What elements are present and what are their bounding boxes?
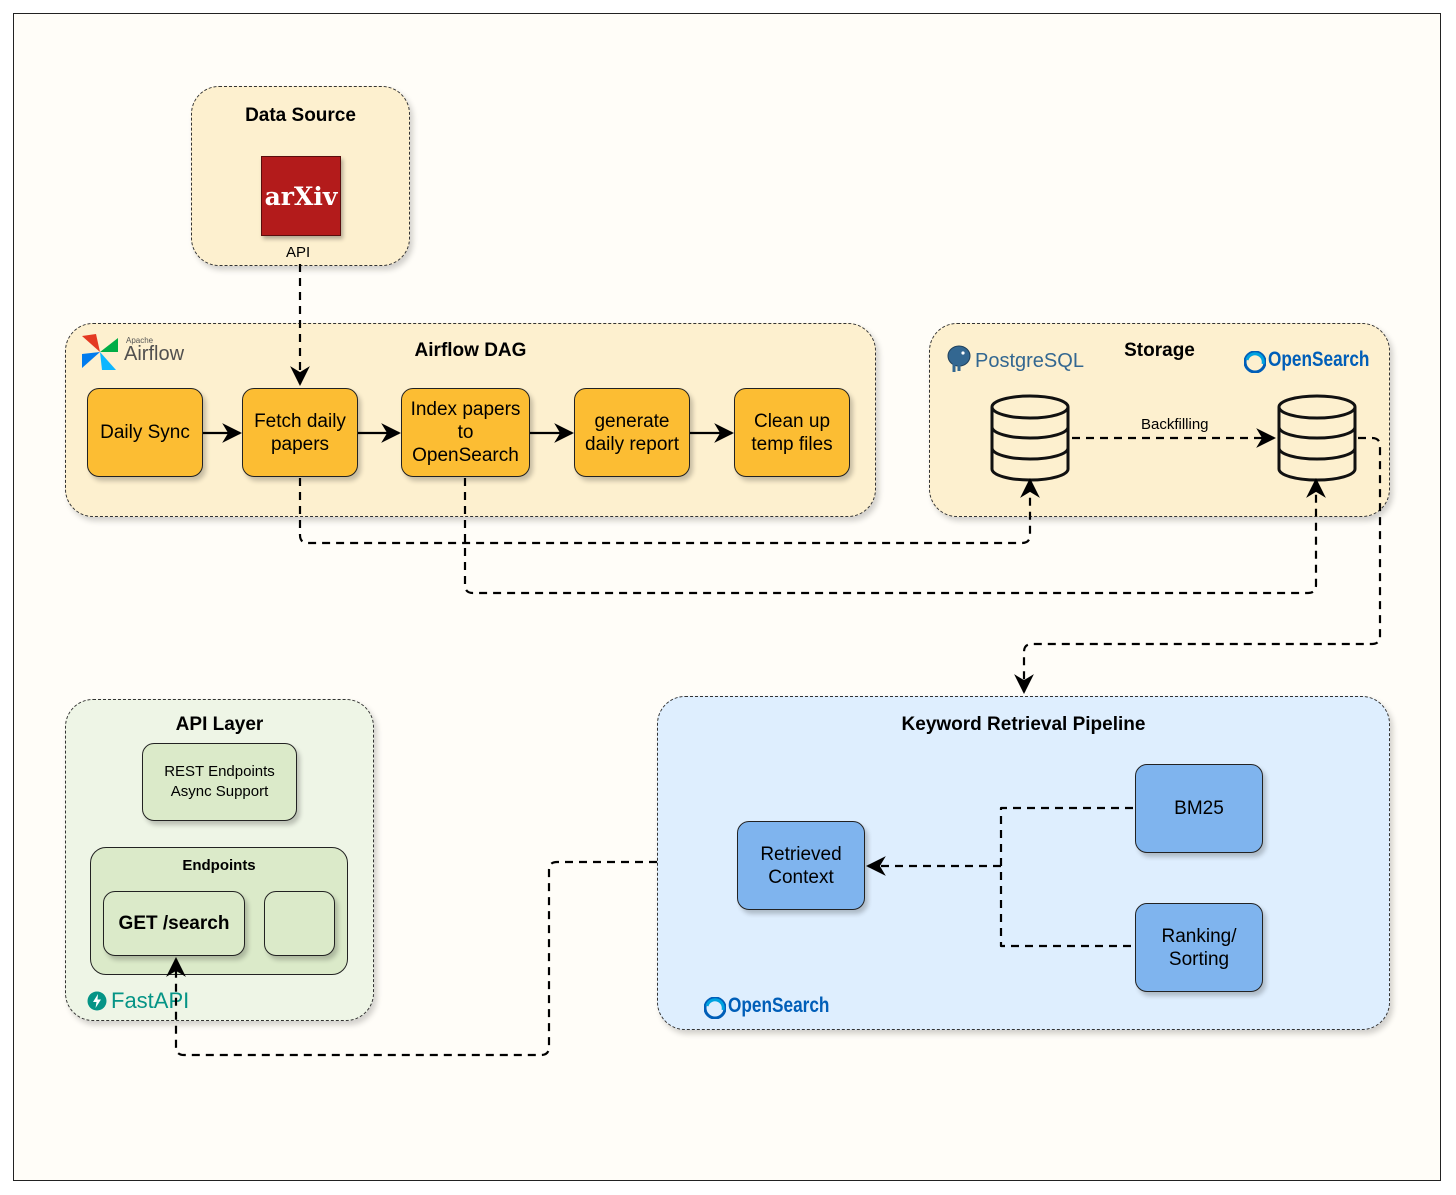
fastapi-logo: FastAPI [111,988,190,1013]
opensearch-pipeline-icon [703,996,727,1020]
api-layer-title: API Layer [175,714,264,735]
backfilling-label: Backfilling [1141,416,1209,433]
step-clean-up-temp-files: Clean up temp files [734,388,850,477]
postgresql-database-icon [989,393,1071,483]
airflow-dag-title: Airflow DAG [414,340,527,361]
api-features-box: REST Endpoints Async Support [142,743,297,821]
step-fetch-daily-papers: Fetch daily papers [242,388,358,477]
step-generate-daily-report: generate daily report [574,388,690,477]
endpoint-empty-slot [264,891,335,956]
fastapi-icon [87,991,107,1011]
opensearch-pipeline-logo: OpenSearch [728,994,830,1017]
storage-title: Storage [1124,340,1195,361]
opensearch-storage-logo: OpenSearch [1268,348,1370,371]
airflow-pinwheel-icon [78,330,122,374]
opensearch-storage-icon [1243,350,1267,374]
postgresql-logo: PostgreSQL [975,350,1084,372]
data-source-title: Data Source [245,105,356,126]
airflow-logo: Airflow [124,343,185,365]
bm25-node: BM25 [1135,764,1263,853]
arxiv-logo-text: arXiv [264,181,338,211]
endpoint-get-search: GET /search [103,891,245,956]
arxiv-api-caption: API [286,244,311,261]
opensearch-database-icon [1276,393,1358,483]
arxiv-logo: arXiv [261,156,341,236]
postgresql-elephant-icon [946,345,972,373]
step-daily-sync: Daily Sync [87,388,203,477]
step-index-papers: Index papers to OpenSearch [401,388,530,477]
endpoints-title: Endpoints [182,857,256,874]
airflow-logo-small: Apache [126,336,154,345]
pipeline-title: Keyword Retrieval Pipeline [901,714,1146,735]
ranking-sorting-node: Ranking/ Sorting [1135,903,1263,992]
retrieved-context-node: Retrieved Context [737,821,865,910]
